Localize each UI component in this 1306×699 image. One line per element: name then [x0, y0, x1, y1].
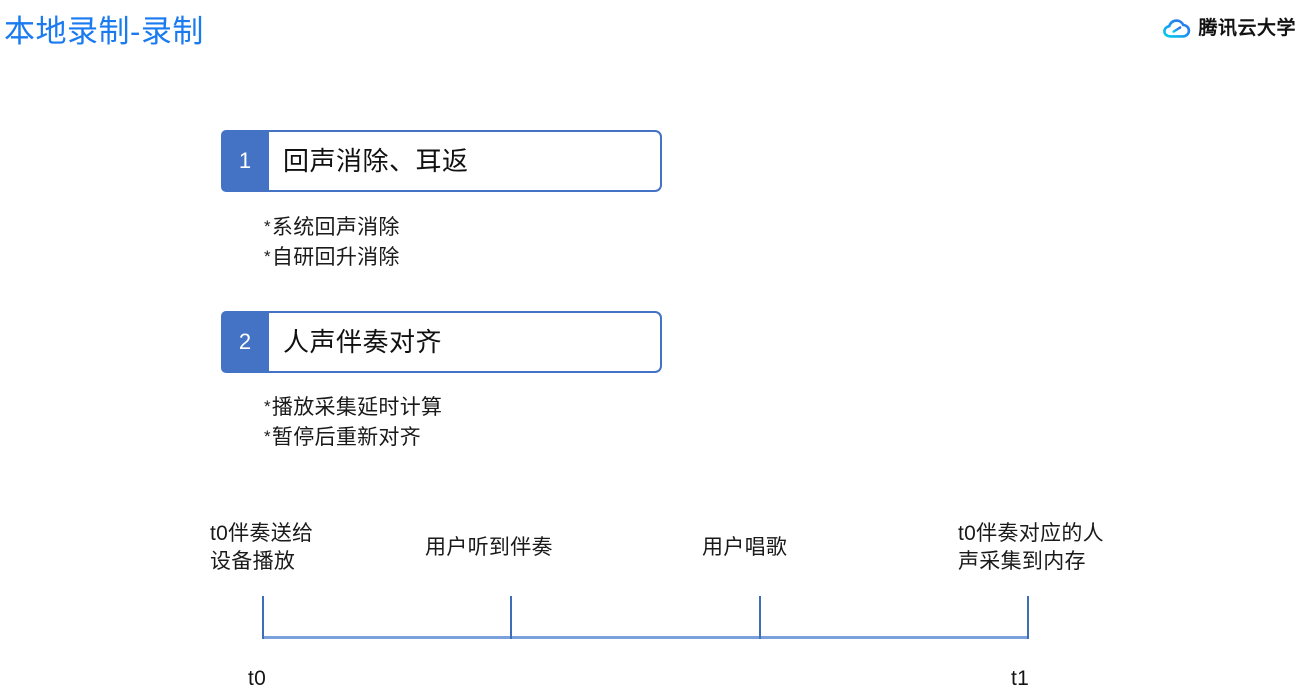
- timeline-diagram: t0伴奏送给 设备播放 用户听到伴奏 用户唱歌 t0伴奏对应的人 声采集到内存 …: [0, 505, 1306, 699]
- bullet-text: 播放采集延时计算: [271, 396, 443, 419]
- block-body-1: 回声消除、耳返: [269, 130, 662, 192]
- bullet-marker: *: [264, 247, 271, 266]
- timeline-label-line: t0伴奏送给: [210, 522, 314, 545]
- block-label-1: 回声消除、耳返: [283, 146, 469, 176]
- timeline-tick-4: [1027, 596, 1029, 639]
- timeline-tick-3: [759, 596, 761, 639]
- bullet-item: *自研回升消除: [264, 242, 400, 272]
- timeline-label-2: 用户听到伴奏: [425, 534, 553, 562]
- timeline-label-line: 用户唱歌: [702, 536, 788, 559]
- brand-name: 腾讯云大学: [1198, 18, 1296, 39]
- block-number-2: 2: [221, 311, 269, 373]
- bullet-marker: *: [264, 217, 271, 236]
- timeline-axis: [262, 636, 1029, 639]
- timeline-tick-1: [262, 596, 264, 639]
- bullet-text: 自研回升消除: [271, 246, 400, 269]
- timeline-label-line: 用户听到伴奏: [425, 536, 553, 559]
- page-title: 本地录制-录制: [4, 14, 204, 49]
- bullet-list-1: *系统回声消除 *自研回升消除: [264, 212, 400, 272]
- block-label-2: 人声伴奏对齐: [283, 327, 443, 357]
- timeline-label-line: t0伴奏对应的人: [958, 522, 1104, 545]
- bullet-item: *播放采集延时计算: [264, 392, 442, 422]
- timeline-end-label: t1: [1011, 667, 1030, 690]
- bullet-text: 系统回声消除: [271, 216, 400, 239]
- bullet-list-2: *播放采集延时计算 *暂停后重新对齐: [264, 392, 442, 452]
- timeline-label-4: t0伴奏对应的人 声采集到内存: [958, 520, 1104, 576]
- bullet-marker: *: [264, 427, 271, 446]
- timeline-label-line: 设备播放: [210, 550, 296, 573]
- bullet-item: *暂停后重新对齐: [264, 422, 442, 452]
- numbered-block-1: 1 回声消除、耳返: [221, 130, 662, 192]
- bullet-item: *系统回声消除: [264, 212, 400, 242]
- bullet-text: 暂停后重新对齐: [271, 426, 422, 449]
- timeline-label-3: 用户唱歌: [702, 534, 787, 562]
- timeline-start-label: t0: [248, 667, 267, 690]
- brand-logo: 腾讯云大学: [1163, 18, 1296, 40]
- block-body-2: 人声伴奏对齐: [269, 311, 662, 373]
- timeline-label-1: t0伴奏送给 设备播放: [210, 520, 313, 576]
- cloud-icon: [1163, 19, 1191, 39]
- numbered-block-2: 2 人声伴奏对齐: [221, 311, 662, 373]
- timeline-tick-2: [510, 596, 512, 639]
- block-number-1: 1: [221, 130, 269, 192]
- timeline-label-line: 声采集到内存: [958, 550, 1086, 573]
- bullet-marker: *: [264, 397, 271, 416]
